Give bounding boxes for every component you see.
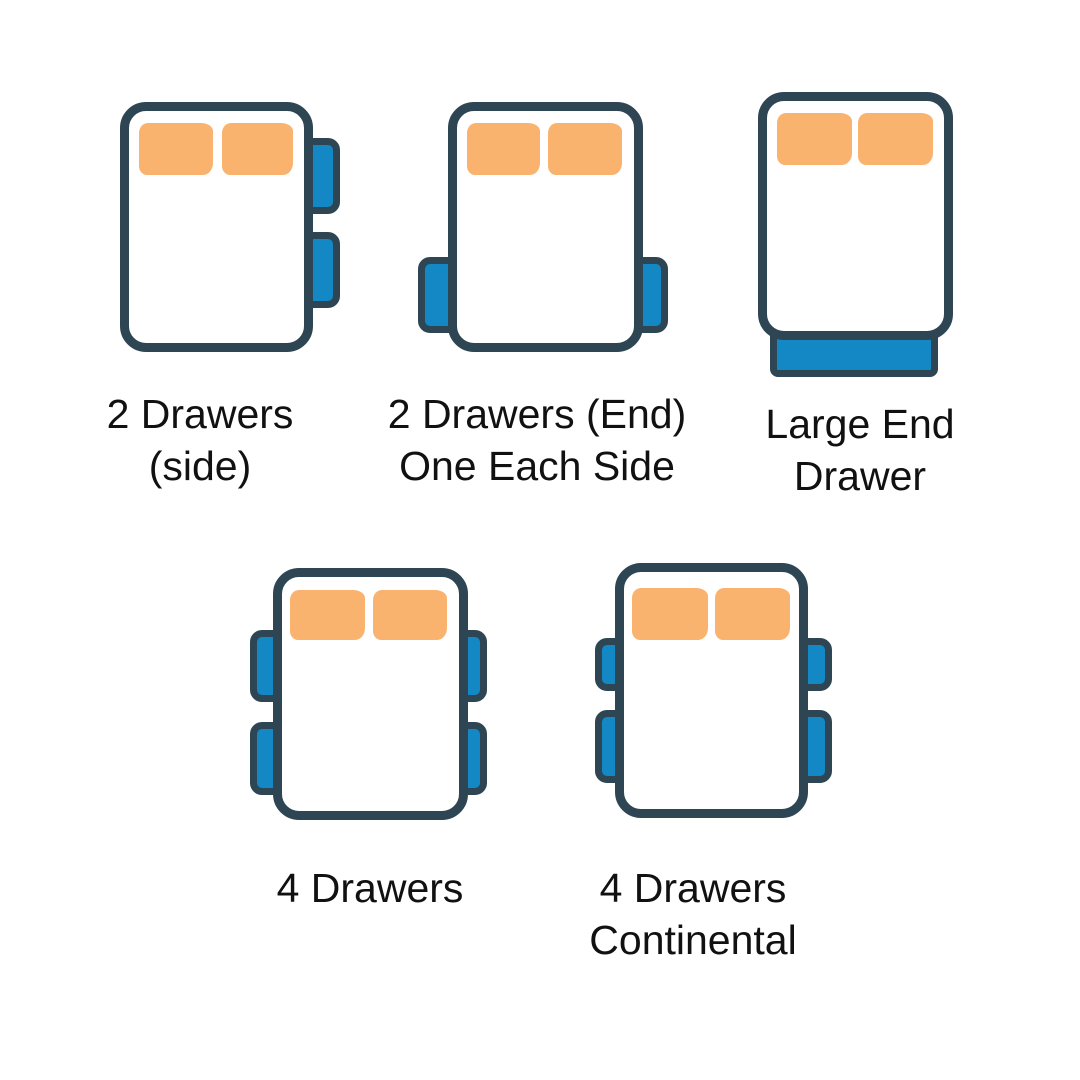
pillow-icon: [715, 588, 790, 640]
pillow-icon: [858, 113, 933, 165]
pillow-icon: [139, 123, 213, 175]
figure-label-two-drawers-end: 2 Drawers (End) One Each Side: [357, 388, 717, 493]
figure-label-two-drawers-side: 2 Drawers (side): [40, 388, 360, 493]
label-line: Continental: [589, 917, 797, 964]
label-line: 4 Drawers: [599, 865, 787, 911]
bed-figure-four-drawers: [250, 568, 490, 820]
label-line: (side): [148, 443, 252, 490]
pillow-icon: [777, 113, 852, 165]
label-line: 2 Drawers (End): [387, 391, 687, 437]
bed-figure-four-drawers-continental: [595, 563, 832, 818]
figure-label-large-end-drawer: Large End Drawer: [700, 398, 1020, 503]
label-line: 2 Drawers: [106, 391, 294, 437]
pillow-icon: [632, 588, 708, 640]
bed-figure-two-drawers-end: [418, 102, 668, 352]
figure-label-four-drawers: 4 Drawers: [210, 862, 530, 914]
label-line: One Each Side: [399, 443, 675, 490]
pillow-icon: [373, 590, 447, 640]
pillow-icon: [467, 123, 540, 175]
bed-figure-large-end-drawer: [758, 92, 953, 382]
label-line: Large End: [765, 401, 955, 447]
label-line: 4 Drawers: [276, 865, 464, 911]
figure-label-four-drawers-continental: 4 Drawers Continental: [533, 862, 853, 967]
label-line: Drawer: [793, 453, 927, 500]
pillow-icon: [290, 590, 365, 640]
bed-figure-two-drawers-side: [120, 102, 340, 352]
pillow-icon: [222, 123, 293, 175]
pillow-icon: [548, 123, 622, 175]
